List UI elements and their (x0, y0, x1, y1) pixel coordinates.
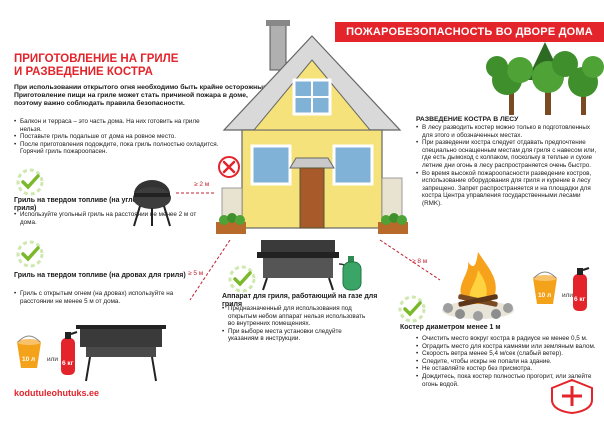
water-bucket-icon (533, 271, 557, 304)
campfire-bullet-5: Не оставляйте костер без присмотра. (416, 365, 602, 373)
main-title-line1: ПРИГОТОВЛЕНИЕ НА ГРИЛЕ (14, 53, 179, 65)
wood-grill-illustration (76, 325, 166, 382)
campfire-title: Костер диаметром менее 1 м (400, 324, 501, 331)
intro-text: При использовании открытого огня необход… (14, 84, 270, 108)
main-bullet-2: Поставьте гриль подальше от дома на ровн… (14, 133, 219, 141)
wood-bullets: Гриль с открытым огнем (на дровах) испол… (14, 290, 204, 305)
main-bullet-3: После приготовления подождите, пока грил… (14, 141, 219, 156)
distance-label-2m: ≥ 2 м (194, 181, 210, 188)
house-illustration (216, 20, 408, 234)
campfire-bullet-3: Скорость ветра менее 5,4 м/сек (слабый в… (416, 350, 602, 358)
charcoal-bullet-1: Используйте угольный гриль на расстоянии… (14, 211, 204, 226)
or-label-left: или (47, 356, 59, 363)
bucket-label-left: 10 л (22, 356, 36, 363)
campfire-bullet-2: Оградить место для костра камнями или зе… (416, 343, 602, 351)
forest-bullet-1: В лесу разводить костер можно только в п… (416, 124, 602, 139)
fire-extinguisher-icon (61, 331, 78, 375)
or-label-right: или (562, 292, 574, 299)
wood-bullet-1: Гриль с открытым огнем (на дровах) испол… (14, 290, 204, 305)
gas-bullets: Предназначенный для использования под от… (222, 305, 372, 343)
forbidden-icon (218, 156, 240, 178)
campfire-bullet-6: Дождитесь, пока костер полностью прогори… (416, 373, 602, 388)
water-bucket-icon (17, 335, 41, 368)
extinguisher-label-right: 6 кг (574, 296, 586, 303)
main-bullet-1: Балкон и терраса – это часть дома. На ни… (14, 118, 219, 133)
charcoal-title: Гриль на твердом топливе (на угле для гр… (14, 197, 152, 213)
gas-bullet-2: При выборе места установки следуйте указ… (222, 328, 372, 343)
main-bullets: Балкон и терраса – это часть дома. На ни… (14, 118, 219, 156)
bucket-label-right: 10 л (538, 292, 552, 299)
campfire-bullet-4: Следите, чтобы искры не попали на здание… (416, 358, 602, 366)
distance-label-8m: ≥ 8 м (412, 258, 428, 265)
forest-title: РАЗВЕДЕНИЕ КОСТРА В ЛЕСУ (416, 116, 519, 123)
forest-bullet-2: При разведении костра следует отдавать п… (416, 139, 602, 169)
distance-line-2m (176, 192, 216, 194)
distance-line-5m (189, 239, 231, 301)
campfire-bullets: Очистить место вокруг костра в радиусе н… (416, 335, 602, 388)
trees-illustration (486, 42, 604, 115)
check-icon (16, 168, 44, 196)
check-icon (16, 240, 44, 268)
fire-extinguisher-icon (573, 267, 590, 311)
rescue-board-logo-icon (551, 378, 593, 415)
distance-line-8m (379, 239, 441, 281)
campfire-bullet-1: Очистить место вокруг костра в радиусе н… (416, 335, 602, 343)
charcoal-grill-illustration (133, 180, 171, 227)
main-title: ПРИГОТОВЛЕНИЕ НА ГРИЛЕ И РАЗВЕДЕНИЕ КОСТ… (14, 53, 204, 79)
footer-site-link[interactable]: kodutuleohutuks.ee (14, 388, 100, 398)
main-title-line2: И РАЗВЕДЕНИЕ КОСТРА (14, 66, 153, 78)
banner-title: ПОЖАРОБЕЗОПАСНОСТЬ ВО ДВОРЕ ДОМА (335, 22, 604, 42)
gas-grill-illustration (257, 240, 362, 291)
extinguisher-label-left: 6 кг (62, 360, 74, 367)
forest-bullets: В лесу разводить костер можно только в п… (416, 124, 602, 208)
check-icon (398, 295, 426, 323)
check-icon (228, 265, 256, 293)
charcoal-bullets: Используйте угольный гриль на расстоянии… (14, 211, 204, 226)
campfire-illustration (442, 252, 514, 321)
wood-title: Гриль на твердом топливе (на дровах для … (14, 272, 186, 279)
distance-label-5m: ≥ 5 м (188, 270, 204, 277)
forest-bullet-3: Во время высокой пожароопасности разведе… (416, 170, 602, 208)
gas-bullet-1: Предназначенный для использования под от… (222, 305, 372, 328)
